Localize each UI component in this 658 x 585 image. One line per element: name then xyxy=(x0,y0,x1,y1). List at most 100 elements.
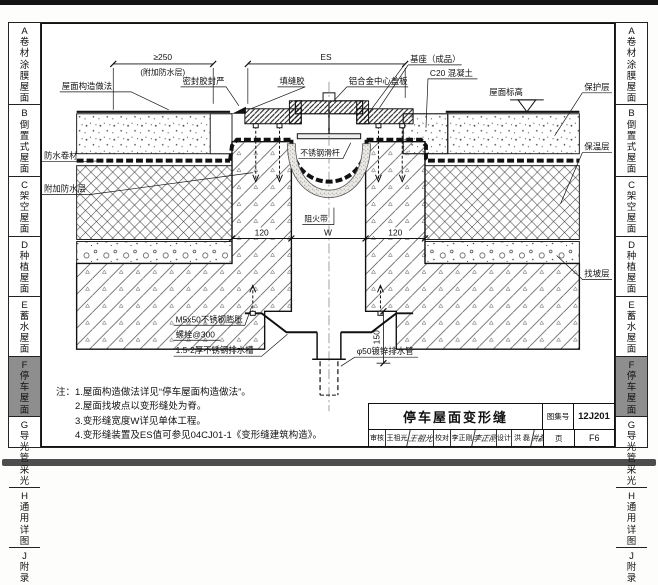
tab-h-right[interactable]: H通用详图 xyxy=(616,488,647,548)
note-line-2: 2.屋面找坡点以变形缝处为脊。 xyxy=(75,401,207,413)
fire-belt-band xyxy=(287,143,371,198)
tab-label: D种植屋面 xyxy=(19,239,30,296)
dim-ge250 xyxy=(109,60,217,110)
label-roof-construction: 屋面构造做法 xyxy=(62,81,112,91)
label-center-plate: 铝合金中心盖板 xyxy=(349,76,408,86)
note-line-3: 3.变形缝宽度W详见单体工程。 xyxy=(75,415,206,427)
tab-b-right[interactable]: B倒置式屋面 xyxy=(616,105,647,177)
tab-label: D种植屋面 xyxy=(626,239,637,296)
bottom-bar xyxy=(2,459,656,466)
designer-name: 洪 磊 xyxy=(511,430,532,446)
tab-label: G导光管采光 xyxy=(19,419,30,487)
label-fire-belt: 阻火带 xyxy=(304,215,328,224)
label-bolt-line2: 螺栓@300 xyxy=(176,329,216,339)
tab-g-left[interactable]: G导光管采光 xyxy=(9,417,40,488)
tab-g-right[interactable]: G导光管采光 xyxy=(616,417,647,488)
label-bolt-line1: M5x50不锈钢膨胀 xyxy=(176,314,244,324)
tab-h-left[interactable]: H通用详图 xyxy=(9,488,40,548)
label-drain-channel: 1.5-2厚不锈钢排水槽 xyxy=(176,345,255,355)
dim-120-w-120 xyxy=(228,227,429,242)
tab-label: H通用详图 xyxy=(19,490,30,547)
tab-label: E蓄水屋面 xyxy=(626,299,637,356)
label-slide-rod: 不锈钢滑杆 xyxy=(300,148,340,158)
tab-label: J附录 xyxy=(626,550,637,585)
checker-name: 李正刚 xyxy=(450,430,473,446)
reviewer-name: 王祖光 xyxy=(385,430,408,446)
label-waterproof-membrane: 防水卷材 xyxy=(44,151,78,161)
dim-es-text: ES xyxy=(320,52,332,62)
dim-120-right: 120 xyxy=(388,227,402,237)
checker-signature: 李正刚 xyxy=(471,430,498,446)
label-drain-pipe: φ50镀锌排水管 xyxy=(357,346,414,356)
tab-b-left[interactable]: B倒置式屋面 xyxy=(9,105,40,177)
top-bar xyxy=(0,0,658,5)
tab-e-left[interactable]: E蓄水屋面 xyxy=(9,297,40,357)
dim-w: W xyxy=(324,227,332,237)
detail-drawing-svg: ≥250 (附加防水层) ES 120 W 120 xyxy=(42,52,613,412)
tab-f-parking-left[interactable]: F停车屋面 xyxy=(9,356,40,417)
membrane-loop xyxy=(289,139,369,184)
notes-block: 注：1.屋面构造做法详见“停车屋面构造做法”。 2.屋面找坡点以变形缝处为脊。 … xyxy=(56,386,366,443)
tab-label: A卷材涂膜屋面 xyxy=(19,26,30,105)
tab-f-parking-right[interactable]: F停车屋面 xyxy=(616,356,647,417)
page-label: 页 xyxy=(543,430,574,446)
label-protect-layer: 保护层 xyxy=(584,82,609,92)
channel-bolts xyxy=(249,284,384,316)
reviewer-signature: 王祖光 xyxy=(406,430,435,446)
level-mark-icon xyxy=(510,99,544,113)
dim-150-text: 150 xyxy=(371,330,381,344)
tab-e-right[interactable]: E蓄水屋面 xyxy=(616,297,647,357)
tab-label: C架空屋面 xyxy=(19,179,30,236)
label-additional-waterproof: 附加防水层 xyxy=(44,184,86,194)
tab-a-right[interactable]: A卷材涂膜屋面 xyxy=(616,23,647,106)
atlas-no-value: 12J201 xyxy=(573,404,614,429)
tab-label: G导光管采光 xyxy=(626,419,637,487)
tab-label: E蓄水屋面 xyxy=(19,299,30,356)
note-line-4: 4.变形缝装置及ES值可参见04CJ01-1《变形缝建筑构造》。 xyxy=(75,429,323,441)
tab-label: F停车屋面 xyxy=(19,359,30,416)
tab-label: F停车屋面 xyxy=(626,359,637,416)
sheet-frame: A卷材涂膜屋面 B倒置式屋面 C架空屋面 D种植屋面 E蓄水屋面 F停车屋面 G… xyxy=(8,22,648,584)
dim-150 xyxy=(376,307,391,367)
dim-es xyxy=(244,60,409,104)
label-halo xyxy=(297,146,345,159)
note-line-1: 注：1.屋面构造做法详见“停车屋面构造做法”。 xyxy=(56,387,251,398)
dim-ge250-sub: (附加防水层) xyxy=(140,67,185,77)
label-base: 基座（成品） xyxy=(410,54,460,64)
dim-120-left: 120 xyxy=(255,227,269,237)
title-block-row2: 审核 王祖光 王祖光 校对 李正刚 李正刚 设计 洪 磊 洪磊 页 F6 xyxy=(369,430,614,446)
tab-a-left[interactable]: A卷材涂膜屋面 xyxy=(9,23,40,106)
label-insulation-layer: 保温层 xyxy=(584,142,609,152)
title-block: 停车屋面变形缝 图集号 12J201 审核 王祖光 王祖光 校对 李正刚 李正刚… xyxy=(368,403,614,446)
label-caulk: 填缝胶 xyxy=(280,76,306,86)
title-block-row1: 停车屋面变形缝 图集号 12J201 xyxy=(369,404,614,430)
tab-label: B倒置式屋面 xyxy=(626,108,637,176)
tab-label: B倒置式屋面 xyxy=(19,108,30,176)
label-sealant: 密封胶封严 xyxy=(183,76,225,86)
tab-d-right[interactable]: D种植屋面 xyxy=(616,237,647,297)
tab-c-right[interactable]: C架空屋面 xyxy=(616,177,647,237)
tab-label: J附录 xyxy=(19,550,30,585)
tab-d-left[interactable]: D种植屋面 xyxy=(9,237,40,297)
tab-label: C架空屋面 xyxy=(626,179,637,236)
tab-c-left[interactable]: C架空屋面 xyxy=(9,177,40,237)
label-slope-layer: 找坡层 xyxy=(584,268,609,278)
right-roof-layers xyxy=(364,110,581,350)
check-label: 校对 xyxy=(433,430,450,446)
curb-anchor-bolts xyxy=(252,123,406,183)
page-number: F6 xyxy=(573,430,615,446)
label-c20-concrete: C20 混凝土 xyxy=(430,68,473,78)
tab-j-left[interactable]: J附录 xyxy=(9,548,40,585)
joint-cover-assembly xyxy=(244,81,414,412)
tab-label: A卷材涂膜屋面 xyxy=(626,26,637,105)
drawing-title: 停车屋面变形缝 xyxy=(402,410,508,425)
sidebar-right: A卷材涂膜屋面 B倒置式屋面 C架空屋面 D种植屋面 E蓄水屋面 F停车屋面 G… xyxy=(615,23,647,584)
drawing-canvas: ≥250 (附加防水层) ES 120 W 120 xyxy=(41,23,615,447)
review-label: 审核 xyxy=(370,435,384,442)
tab-label: H通用详图 xyxy=(626,490,637,547)
sidebar-left: A卷材涂膜屋面 B倒置式屋面 C架空屋面 D种植屋面 E蓄水屋面 F停车屋面 G… xyxy=(9,23,41,584)
left-roof-layers xyxy=(75,106,293,350)
tab-j-right[interactable]: J附录 xyxy=(616,548,647,585)
atlas-no-label: 图集号 xyxy=(542,404,573,429)
design-label: 设计 xyxy=(496,430,511,446)
